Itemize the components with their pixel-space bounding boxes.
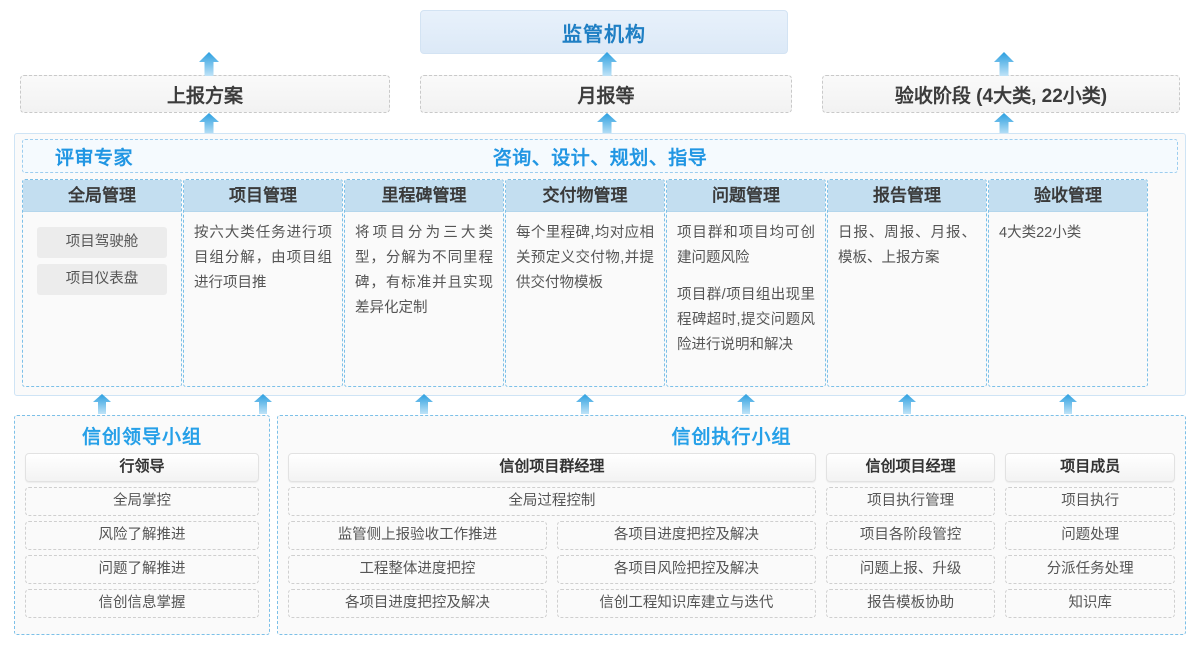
arrow-up-icon — [198, 52, 220, 76]
arrow-up-icon — [735, 394, 757, 414]
execution-group-box: 信创执行小组 信创项目群经理 全局过程控制 监管侧上报验收工作推进 工程整体进度… — [277, 415, 1186, 635]
list-item[interactable]: 各项目进度把控及解决 — [288, 589, 547, 618]
project-manager-block: 信创项目经理 项目执行管理 项目各阶段管控 问题上报、升级 报告模板协助 — [825, 453, 996, 618]
module-text: 每个里程碑,均对应相关预定义交付物,并提供交付物模板 — [516, 225, 654, 291]
module-column-global[interactable]: 全局管理 项目驾驶舱 项目仪表盘 — [22, 179, 182, 387]
list-item[interactable]: 信创工程知识库建立与迭代 — [556, 589, 816, 618]
project-member-block: 项目成员 项目执行 问题处理 分派任务处理 知识库 — [1005, 453, 1175, 618]
module-column-issue[interactable]: 问题管理 项目群和项目均可创建问题风险 项目群/项目组出现里程碑超时,提交问题风… — [666, 179, 826, 387]
module-body: 4大类22小类 — [989, 212, 1147, 246]
list-item[interactable]: 知识库 — [1005, 589, 1175, 618]
module-body: 每个里程碑,均对应相关预定义交付物,并提供交付物模板 — [506, 212, 664, 296]
list-item[interactable]: 问题处理 — [1005, 521, 1175, 550]
list-item[interactable]: 各项目风险把控及解决 — [556, 555, 816, 584]
module-header: 项目管理 — [184, 180, 342, 212]
arrow-up-icon — [993, 113, 1015, 135]
report-box-monthly: 月报等 — [420, 75, 792, 113]
arrow-up-icon — [896, 394, 918, 414]
module-text: 日报、周报、月报、模板、上报方案 — [838, 225, 976, 266]
module-header: 报告管理 — [828, 180, 986, 212]
list-item[interactable]: 问题了解推进 — [25, 555, 259, 584]
program-manager-block: 信创项目群经理 全局过程控制 监管侧上报验收工作推进 工程整体进度把控 各项目进… — [288, 453, 816, 618]
report-box-monthly-label: 月报等 — [577, 85, 635, 107]
module-header: 里程碑管理 — [345, 180, 503, 212]
module-text: 4大类22小类 — [999, 225, 1082, 241]
arrow-up-icon — [1057, 394, 1079, 414]
arrow-up-icon — [596, 113, 618, 135]
module-header: 验收管理 — [989, 180, 1147, 212]
list-item[interactable]: 项目执行管理 — [825, 487, 996, 516]
arrow-up-icon — [574, 394, 596, 414]
report-box-plan-label: 上报方案 — [166, 85, 243, 107]
list-item[interactable]: 问题上报、升级 — [825, 555, 996, 584]
list-item[interactable]: 信创信息掌握 — [25, 589, 259, 618]
list-item[interactable]: 报告模板协助 — [825, 589, 996, 618]
module-column-acceptance[interactable]: 验收管理 4大类22小类 — [988, 179, 1148, 387]
module-header: 交付物管理 — [506, 180, 664, 212]
module-column-project[interactable]: 项目管理 按六大类任务进行项目组分解，由项目组进行项目推 — [183, 179, 343, 387]
module-column-deliverable[interactable]: 交付物管理 每个里程碑,均对应相关预定义交付物,并提供交付物模板 — [505, 179, 665, 387]
list-item[interactable]: 各项目进度把控及解决 — [556, 521, 816, 550]
report-box-plan: 上报方案 — [20, 75, 390, 113]
role-header-program-manager: 信创项目群经理 — [288, 453, 816, 482]
arrow-up-icon — [198, 113, 220, 135]
report-box-acceptance-label: 验收阶段 (4大类, 22小类) — [894, 85, 1108, 107]
role-header-project-member: 项目成员 — [1005, 453, 1175, 482]
arrow-up-icon — [993, 52, 1015, 76]
list-item[interactable]: 全局掌控 — [25, 487, 259, 516]
list-item[interactable]: 工程整体进度把控 — [288, 555, 547, 584]
list-item[interactable]: 分派任务处理 — [1005, 555, 1175, 584]
execution-group-title: 信创执行小组 — [671, 427, 792, 448]
module-body: 将项目分为三大类型，分解为不同里程碑，有标准并且实现差异化定制 — [345, 212, 503, 321]
role-header-bank-leader: 行领导 — [25, 453, 259, 482]
arrow-up-icon — [252, 394, 274, 414]
arrow-up-icon — [91, 394, 113, 414]
list-item[interactable]: 监管侧上报验收工作推进 — [288, 521, 547, 550]
module-body: 项目群和项目均可创建问题风险 项目群/项目组出现里程碑超时,提交问题风险进行说明… — [667, 212, 825, 358]
leadership-group-title: 信创领导小组 — [81, 427, 202, 448]
arrow-up-icon — [413, 394, 435, 414]
regulator-box: 监管机构 — [420, 10, 788, 54]
middle-band-header: 评审专家 咨询、设计、规划、指导 — [22, 139, 1178, 173]
list-item[interactable]: 风险了解推进 — [25, 521, 259, 550]
module-pill[interactable]: 项目驾驶舱 — [37, 227, 167, 258]
consulting-title: 咨询、设计、规划、指导 — [492, 148, 708, 169]
regulator-label: 监管机构 — [562, 23, 646, 46]
module-header: 全局管理 — [23, 180, 181, 212]
review-experts-title: 评审专家 — [55, 148, 134, 169]
module-pill[interactable]: 项目仪表盘 — [37, 264, 167, 295]
role-header-project-manager: 信创项目经理 — [825, 453, 996, 482]
report-box-acceptance: 验收阶段 (4大类, 22小类) — [822, 75, 1180, 113]
list-item[interactable]: 项目各阶段管控 — [825, 521, 996, 550]
module-text: 将项目分为三大类型，分解为不同里程碑，有标准并且实现差异化定制 — [355, 225, 493, 316]
module-text-secondary: 项目群/项目组出现里程碑超时,提交问题风险进行说明和解决 — [677, 287, 815, 353]
module-body: 按六大类任务进行项目组分解，由项目组进行项目推 — [184, 212, 342, 296]
module-body: 项目驾驶舱 项目仪表盘 — [23, 212, 181, 295]
module-text: 按六大类任务进行项目组分解，由项目组进行项目推 — [194, 225, 332, 291]
arrow-up-icon — [596, 52, 618, 76]
module-column-report[interactable]: 报告管理 日报、周报、月报、模板、上报方案 — [827, 179, 987, 387]
leadership-group-box: 信创领导小组 行领导 全局掌控 风险了解推进 问题了解推进 信创信息掌握 — [14, 415, 270, 635]
module-column-milestone[interactable]: 里程碑管理 将项目分为三大类型，分解为不同里程碑，有标准并且实现差异化定制 — [344, 179, 504, 387]
module-header: 问题管理 — [667, 180, 825, 212]
list-item[interactable]: 全局过程控制 — [288, 487, 816, 516]
module-body: 日报、周报、月报、模板、上报方案 — [828, 212, 986, 271]
list-item[interactable]: 项目执行 — [1005, 487, 1175, 516]
module-text: 项目群和项目均可创建问题风险 — [677, 225, 815, 266]
